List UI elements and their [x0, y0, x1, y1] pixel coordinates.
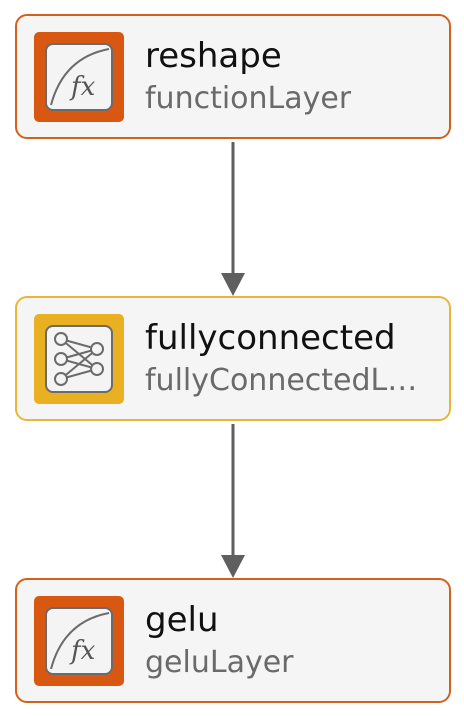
svg-text:fx: fx: [69, 636, 96, 666]
svg-text:fx: fx: [69, 72, 96, 102]
layer-node-gelu[interactable]: fx gelu geluLayer: [15, 578, 451, 703]
function-fx-icon: fx: [34, 596, 124, 686]
function-fx-icon: fx: [34, 32, 124, 122]
edge-fullyconnected-to-gelu: [221, 424, 245, 578]
fully-connected-network-icon: [34, 314, 124, 404]
layer-name: fullyconnected: [145, 318, 396, 358]
layer-type: geluLayer: [145, 646, 294, 679]
layer-type: functionLayer: [145, 82, 352, 115]
edge-reshape-to-fullyconnected: [221, 142, 245, 296]
layer-node-fullyconnected[interactable]: fullyconnected fullyConnectedL…: [15, 296, 451, 421]
layer-type: fullyConnectedL…: [145, 364, 418, 397]
layer-name: gelu: [145, 600, 219, 640]
layer-name: reshape: [145, 36, 282, 76]
layer-node-reshape[interactable]: fx reshape functionLayer: [15, 14, 451, 139]
